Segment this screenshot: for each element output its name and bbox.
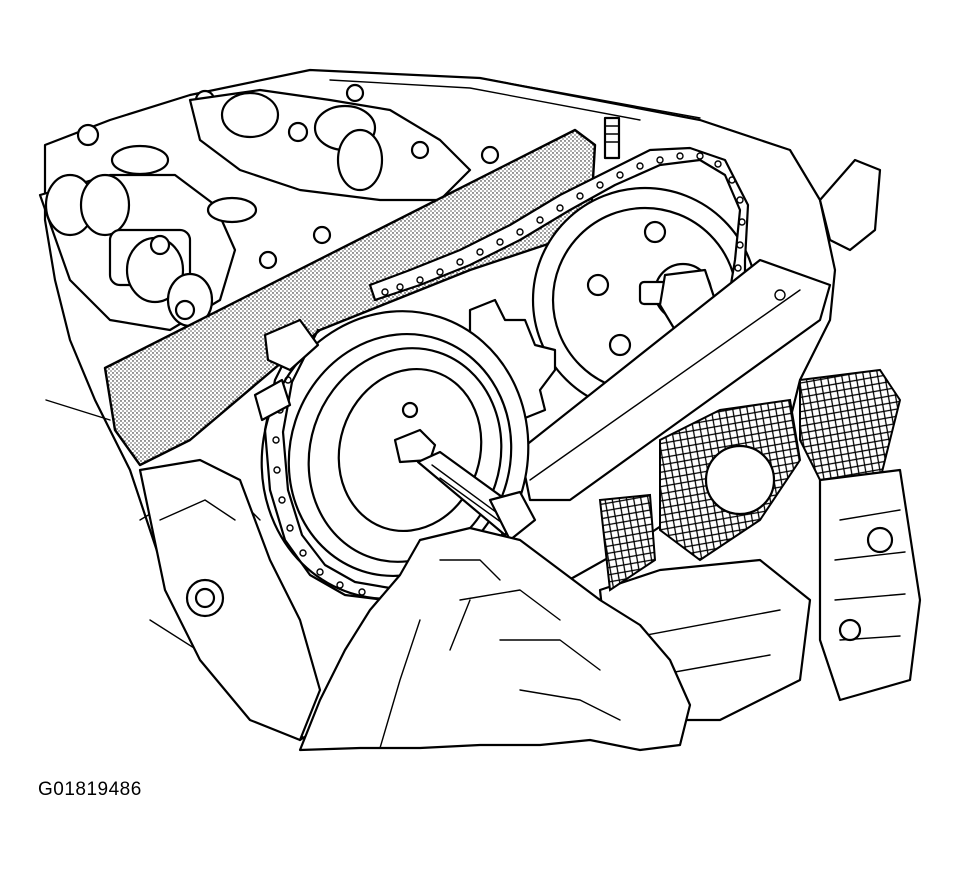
camshaft-right [188, 83, 500, 270]
figure-caption: G01819486 [38, 779, 142, 800]
camshaft-left [38, 89, 258, 332]
chain-links-sprocket [253, 318, 392, 602]
chain-links-top [381, 152, 746, 296]
chain-guide [518, 158, 882, 502]
gloved-hand [298, 526, 692, 752]
tensioner [659, 368, 922, 702]
stud [603, 116, 621, 160]
front-housing [138, 458, 322, 742]
holding-bar [103, 128, 597, 467]
wrench [416, 450, 537, 542]
